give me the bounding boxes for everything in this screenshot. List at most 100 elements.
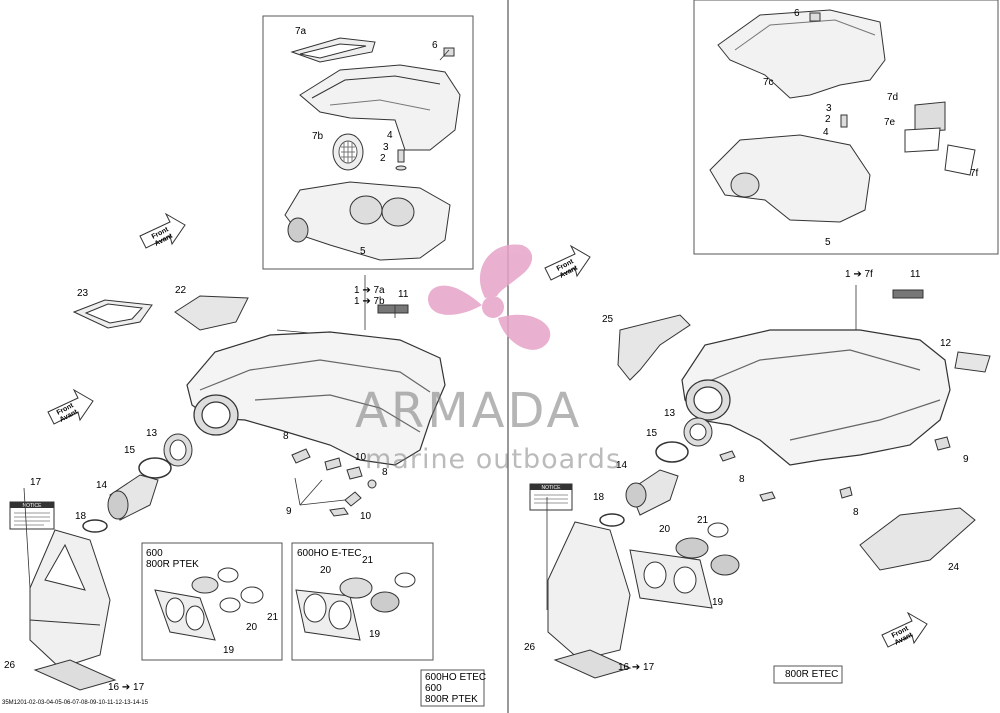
r-callout-12: 12 (940, 338, 952, 349)
r-callout-8b: 8 (853, 507, 859, 518)
r-callout-18: 18 (593, 492, 605, 503)
screw-parts-left (395, 47, 455, 171)
callout-3: 3 (383, 142, 389, 153)
r-callout-11: 11 (910, 269, 921, 280)
subbox-b-parts (295, 572, 416, 641)
right-model-line1: 800R ETEC (785, 669, 839, 680)
boot-14-right-part (625, 469, 679, 516)
r-callout-5: 5 (825, 237, 831, 248)
r-callout-7c: 7c (763, 77, 774, 88)
callout-23: 23 (77, 288, 89, 299)
r-callout-7e: 7e (884, 117, 896, 128)
notice-text-left: NOTICE (23, 503, 43, 509)
r-callout-1-7f: 1 ➔ 7f (845, 269, 873, 280)
clamp-15-right-part (655, 441, 689, 463)
right-pads-7d-7e-7f (904, 101, 976, 176)
callout-21b: 21 (362, 555, 374, 566)
left-subbox-a (141, 542, 283, 661)
plate-24-part (859, 507, 976, 571)
r-callout-3: 3 (826, 103, 832, 114)
callout-20a: 20 (246, 622, 258, 633)
oring-18-right-part (599, 513, 625, 527)
left-subbox-b (291, 542, 434, 661)
front-arrow-left-top: Front Avant (139, 212, 186, 249)
r-callout-8a: 8 (739, 474, 745, 485)
front-arrow-left-mid: Front Avant (47, 388, 94, 425)
panel-22-part (174, 295, 249, 331)
boot-14-part (107, 474, 159, 521)
clamp-15-part (138, 457, 172, 479)
notice-text-right: NOTICE (542, 485, 562, 491)
callout-10a: 10 (355, 452, 367, 463)
callout-7a: 7a (295, 26, 307, 37)
front-arrow-right-bottom: Front Avant (881, 611, 928, 648)
bracket-25-part (617, 314, 691, 381)
callout-8a: 8 (283, 431, 289, 442)
callout-11: 11 (398, 289, 409, 300)
upper-housing-part (299, 64, 461, 151)
callout-7b: 7b (312, 131, 324, 142)
r-callout-7f: 7f (970, 168, 979, 179)
leader-lines-left (23, 49, 450, 589)
panel-23-part (72, 299, 153, 329)
callout-17: 17 (30, 477, 42, 488)
left-model-box (420, 669, 485, 707)
r-callout-2: 2 (825, 114, 831, 125)
watermark-brand: ARMADA (355, 383, 583, 439)
r-callout-13: 13 (664, 408, 676, 419)
left-model-line3: 800R PTEK (425, 694, 478, 705)
notice-decal-17-part: NOTICE (9, 501, 55, 530)
subbox-a-parts (154, 567, 264, 641)
r-callout-16-17: 16 ➔ 17 (618, 662, 655, 673)
callout-1-7b: 1 ➔ 7b (354, 296, 385, 307)
left-detail-box (262, 15, 474, 270)
r-callout-24: 24 (948, 562, 960, 573)
r-callout-4: 4 (823, 127, 829, 138)
callout-20b: 20 (320, 565, 332, 576)
r-callout-25: 25 (602, 314, 614, 325)
notice-decal-17-right-part: NOTICE (529, 483, 573, 511)
silencer-26-part (29, 529, 117, 691)
subbox-a-line1: 600 (146, 548, 163, 559)
armada-logo-icon (428, 244, 551, 350)
left-main-housing-part (186, 331, 446, 466)
right-lower-housing-part (709, 134, 871, 223)
right-main-housing-part (681, 329, 951, 466)
reference-code: 35M1201-02-03-04-05-06-07-08-09-10-11-12… (2, 700, 148, 706)
silencer-cover-7a-part (290, 37, 376, 63)
callout-21a: 21 (267, 612, 279, 623)
callout-6: 6 (432, 40, 438, 51)
ring-13-part (163, 433, 193, 467)
callout-26: 26 (4, 660, 16, 671)
filter-holder-right-part (629, 522, 740, 609)
callout-4: 4 (387, 130, 393, 141)
r-callout-7d: 7d (887, 92, 899, 103)
label-11-right-part (892, 289, 924, 299)
callout-9: 9 (286, 506, 292, 517)
fastener-parts-right (719, 436, 951, 502)
front-arrow-right-top: Front Avant (544, 244, 591, 281)
r-callout-21: 21 (697, 515, 709, 526)
left-model-line2: 600 (425, 683, 442, 694)
r-callout-15: 15 (646, 428, 658, 439)
watermark-tagline: marine outboards (365, 444, 622, 475)
plate-12-part (954, 351, 991, 373)
filter-7b-part (332, 133, 364, 171)
r-callout-20: 20 (659, 524, 671, 535)
right-detail-box (693, 0, 999, 255)
r-callout-19: 19 (712, 597, 724, 608)
right-model-box (773, 665, 843, 684)
callout-8b: 8 (382, 467, 388, 478)
callout-13: 13 (146, 428, 158, 439)
lower-housing-detail-part (284, 181, 451, 261)
r-callout-6: 6 (794, 8, 800, 19)
callout-16-17: 16 ➔ 17 (108, 682, 145, 693)
callout-1-7a: 1 ➔ 7a (354, 285, 385, 296)
subbox-b-line1: 600HO E-TEC (297, 548, 362, 559)
fastener-parts-left (291, 448, 377, 517)
callout-22: 22 (175, 285, 187, 296)
callout-19a: 19 (223, 645, 235, 656)
callout-15: 15 (124, 445, 136, 456)
leader-lines-right (546, 285, 857, 610)
